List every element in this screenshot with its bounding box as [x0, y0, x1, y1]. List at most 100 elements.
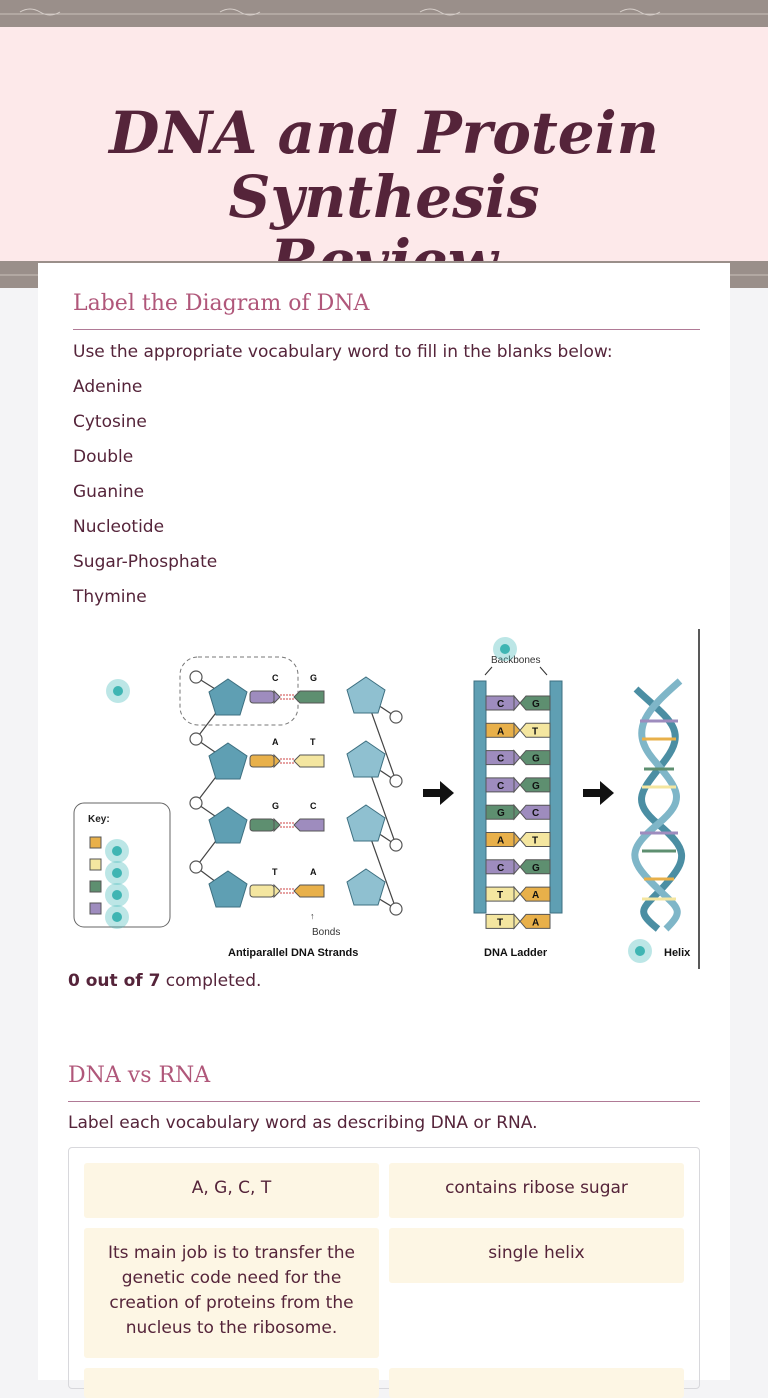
ladder-letter: T [532, 726, 538, 737]
ladder-letter: T [532, 836, 538, 847]
ladder-letter: C [497, 863, 504, 874]
sortable-tile[interactable] [84, 1368, 379, 1398]
label-hotspot[interactable] [105, 861, 129, 885]
base-right [293, 884, 325, 898]
label-hotspot[interactable] [105, 883, 129, 907]
sugar-pentagon [346, 676, 386, 714]
base-letter: T [272, 867, 278, 877]
ladder-letter: G [532, 754, 540, 765]
header-banner: DNA and Protein Synthesis Review [0, 27, 768, 293]
ladder-letter: C [497, 781, 504, 792]
ladder-letter: G [532, 699, 540, 710]
progress-count: 0 out of 7 [68, 971, 161, 991]
base-letter: G [310, 673, 317, 683]
section-divider [73, 329, 700, 330]
base-letter: T [310, 737, 316, 747]
ladder-letter: C [497, 754, 504, 765]
ladder-base-right [519, 695, 551, 711]
ladder-letter: G [532, 863, 540, 874]
vocab-word[interactable]: Sugar-Phosphate [73, 552, 218, 572]
section-divider [68, 1101, 700, 1102]
vocab-word[interactable]: Thymine [73, 587, 147, 607]
sugar-pentagon [208, 806, 248, 844]
sugar-pentagon [208, 742, 248, 780]
ladder-base-right [519, 722, 551, 738]
base-letter: G [272, 801, 279, 811]
ladder-letter: A [532, 890, 539, 901]
sortable-tile[interactable] [389, 1368, 684, 1398]
sugar-pentagon [346, 868, 386, 906]
ladder-letter: G [532, 781, 540, 792]
instructions-text: Use the appropriate vocabulary word to f… [73, 342, 613, 362]
ladder-letter: C [532, 808, 539, 819]
vocab-word[interactable]: Guanine [73, 482, 145, 502]
page-title-line1: DNA and Protein Synthesis [109, 99, 659, 231]
pattern-decoration [0, 8, 768, 16]
sortable-tile[interactable]: A, G, C, T [84, 1163, 379, 1218]
caption-ladder: DNA Ladder [484, 947, 548, 959]
instructions-text: Label each vocabulary word as describing… [68, 1113, 538, 1133]
bonds-label: Bonds [312, 927, 340, 938]
vocab-word[interactable]: Nucleotide [73, 517, 165, 537]
ladder-letter: G [497, 808, 505, 819]
sortable-tile[interactable]: contains ribose sugar [389, 1163, 684, 1218]
caption-antiparallel: Antiparallel DNA Strands [228, 947, 358, 959]
sugar-pentagon [346, 804, 386, 842]
section-title-dna-vs-rna: DNA vs RNA [68, 1063, 211, 1088]
label-hotspot[interactable] [106, 679, 130, 703]
ladder-base-right [519, 859, 551, 875]
ladder-letter: T [497, 890, 503, 901]
label-hotspot[interactable] [105, 905, 129, 929]
sugar-pentagon [208, 870, 248, 908]
base-right [293, 690, 325, 704]
right-arrow-icon [583, 781, 614, 805]
sortable-tile[interactable]: Its main job is to transfer the genetic … [84, 1228, 379, 1358]
caption-helix: Helix [664, 947, 691, 959]
base-left [249, 884, 275, 898]
base-left [249, 690, 275, 704]
progress-text: 0 out of 7 completed. [68, 971, 261, 991]
right-arrow-icon [423, 781, 454, 805]
strand-base-pairs: C G A T G C T A [249, 673, 325, 899]
ladder-base-right [519, 750, 551, 766]
ladder-base-right [519, 804, 551, 820]
helix-graphic [631, 678, 685, 932]
ladder-letter: A [532, 917, 539, 928]
base-letter: A [272, 737, 279, 747]
ladder-letter: A [497, 726, 504, 737]
sorting-box: A, G, C, T contains ribose sugar Its mai… [68, 1147, 700, 1398]
ladder-base-right [519, 777, 551, 793]
ladder-letter: C [497, 699, 504, 710]
sugar-pentagon [208, 678, 248, 716]
ladder-base-right [519, 832, 551, 847]
base-letter: C [272, 673, 279, 683]
ladder-letter: T [497, 917, 503, 928]
base-letter: C [310, 801, 317, 811]
sugar-pentagon [346, 740, 386, 778]
label-hotspot[interactable] [493, 637, 517, 661]
sortable-tile[interactable]: single helix [389, 1228, 684, 1283]
label-hotspot[interactable] [628, 939, 652, 963]
vocab-word[interactable]: Double [73, 447, 134, 467]
base-letter: A [310, 867, 317, 877]
backbones-label: Backbones [491, 655, 540, 666]
vocab-word[interactable]: Adenine [73, 377, 143, 397]
svg-text:↑: ↑ [310, 911, 315, 921]
top-decorative-strip [0, 0, 768, 27]
base-right [293, 818, 325, 832]
base-left [249, 818, 275, 832]
base-left [249, 754, 275, 768]
worksheet-card: Label the Diagram of DNA Use the appropr… [38, 263, 730, 1398]
vocab-word[interactable]: Cytosine [73, 412, 147, 432]
ladder-base-right [519, 913, 551, 929]
ladder-letter: A [497, 836, 504, 847]
key-label: Key: [88, 814, 110, 825]
ladder-base-right [519, 886, 551, 902]
base-right [293, 754, 325, 768]
progress-suffix: completed. [160, 971, 262, 991]
label-hotspot[interactable] [105, 839, 129, 863]
section-title-label-diagram: Label the Diagram of DNA [73, 291, 370, 316]
ladder-base-pairs: C G A T C G C G G C A T C G T A T A [485, 694, 551, 930]
